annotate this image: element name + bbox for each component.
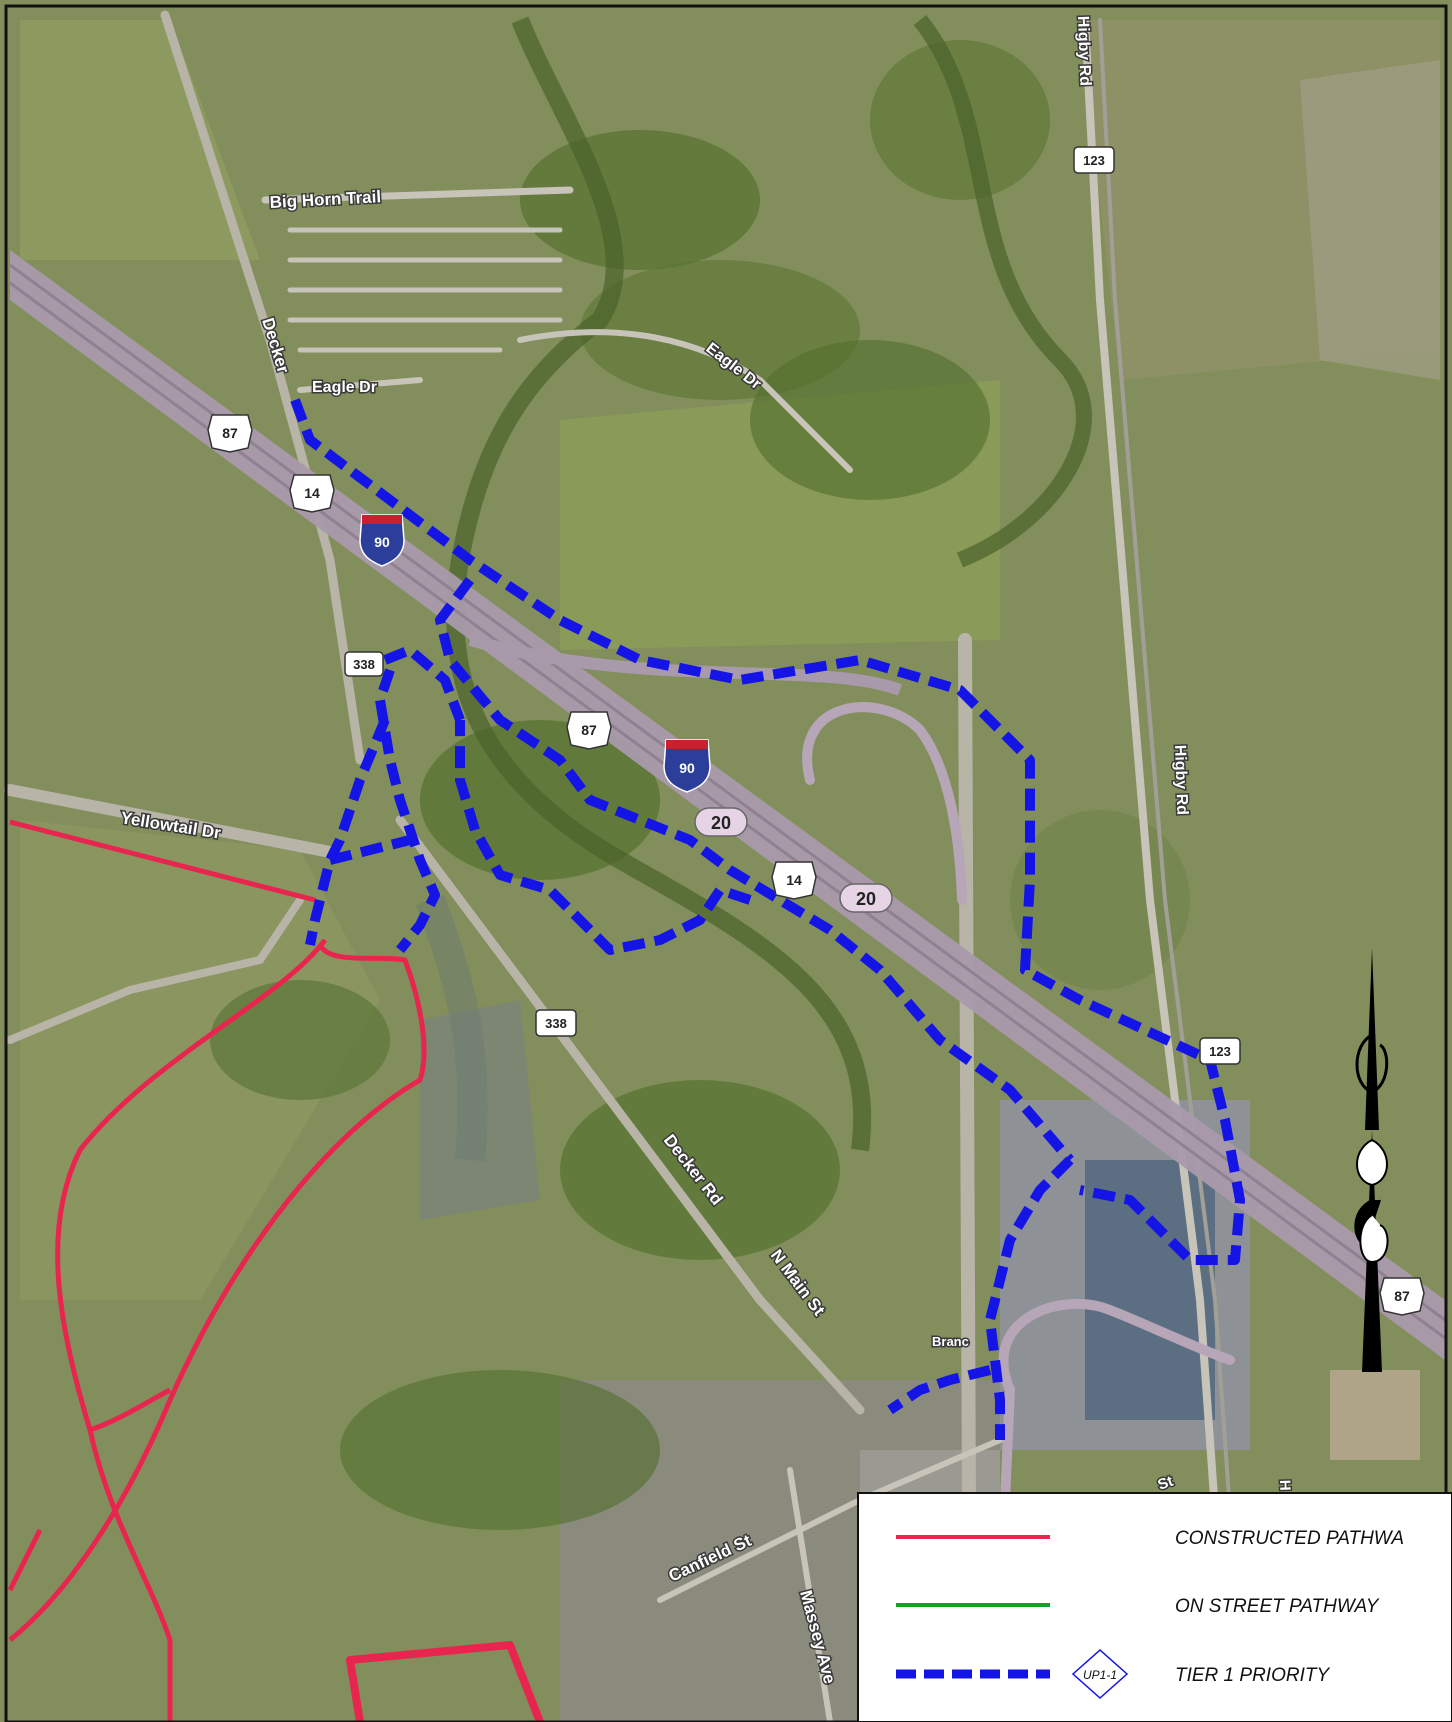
svg-text:14: 14 bbox=[304, 485, 320, 501]
north-arrow-icon bbox=[1354, 948, 1389, 1372]
label-h-partial: H bbox=[1276, 1480, 1293, 1491]
bl20-shield-b: 20 bbox=[839, 883, 893, 913]
svg-text:90: 90 bbox=[374, 534, 390, 550]
svg-text:90: 90 bbox=[679, 760, 695, 776]
legend-label-tier1: TIER 1 PRIORITY bbox=[1175, 1665, 1330, 1686]
mt338-shield-a: 338 bbox=[344, 651, 384, 677]
legend-item-tier1: UP1-1 TIER 1 PRIORITY bbox=[896, 1648, 1330, 1700]
legend-label-constructed: CONSTRUCTED PATHWA bbox=[1175, 1528, 1404, 1549]
i90-shield-b: 90 bbox=[663, 739, 711, 793]
legend-item-constructed: CONSTRUCTED PATHWA bbox=[896, 1528, 1404, 1549]
label-higby-rd-top: Higby Rd bbox=[1074, 16, 1093, 87]
svg-text:UP1-1: UP1-1 bbox=[1083, 1668, 1117, 1682]
us87-shield-b: 87 bbox=[566, 711, 612, 750]
legend-box bbox=[857, 1492, 1452, 1722]
tier1-marker-icon: UP1-1 bbox=[1071, 1648, 1129, 1700]
mt123-shield-a: 123 bbox=[1073, 146, 1115, 174]
svg-text:87: 87 bbox=[1394, 1288, 1410, 1304]
svg-text:123: 123 bbox=[1209, 1044, 1231, 1059]
mt123-shield-b: 123 bbox=[1199, 1037, 1241, 1065]
svg-text:338: 338 bbox=[545, 1016, 567, 1031]
label-branch: Branc bbox=[932, 1334, 969, 1349]
legend: CONSTRUCTED PATHWA ON STREET PATHWAY UP1… bbox=[857, 1492, 1452, 1722]
svg-text:338: 338 bbox=[353, 657, 375, 672]
constructed-pathway-lines bbox=[7, 819, 544, 1722]
tier1-priority-lines bbox=[290, 398, 1245, 1440]
label-higby-rd-mid: Higby Rd bbox=[1171, 745, 1190, 816]
map-frame bbox=[4, 4, 1448, 1722]
svg-text:123: 123 bbox=[1083, 153, 1105, 168]
i90-shield-a: 90 bbox=[359, 514, 405, 567]
svg-text:20: 20 bbox=[856, 889, 876, 909]
label-st-partial: St bbox=[1156, 1473, 1176, 1494]
label-eagle-dr-1: Eagle Dr bbox=[312, 379, 377, 396]
highway-shields: 87 14 90 338 87 90 20 14 bbox=[207, 146, 1425, 1316]
svg-text:20: 20 bbox=[711, 813, 731, 833]
legend-label-on-street: ON STREET PATHWAY bbox=[1175, 1596, 1380, 1617]
us87-shield-c: 87 bbox=[1379, 1277, 1425, 1316]
us14-shield-a: 14 bbox=[289, 474, 335, 513]
svg-text:87: 87 bbox=[222, 425, 238, 441]
us14-shield-b: 14 bbox=[771, 861, 817, 900]
mt338-shield-b: 338 bbox=[535, 1009, 577, 1037]
bl20-shield-a: 20 bbox=[694, 807, 748, 837]
svg-text:87: 87 bbox=[581, 722, 597, 738]
svg-text:14: 14 bbox=[786, 872, 802, 888]
us87-shield-a: 87 bbox=[207, 414, 253, 453]
legend-item-on-street: ON STREET PATHWAY bbox=[896, 1596, 1380, 1617]
